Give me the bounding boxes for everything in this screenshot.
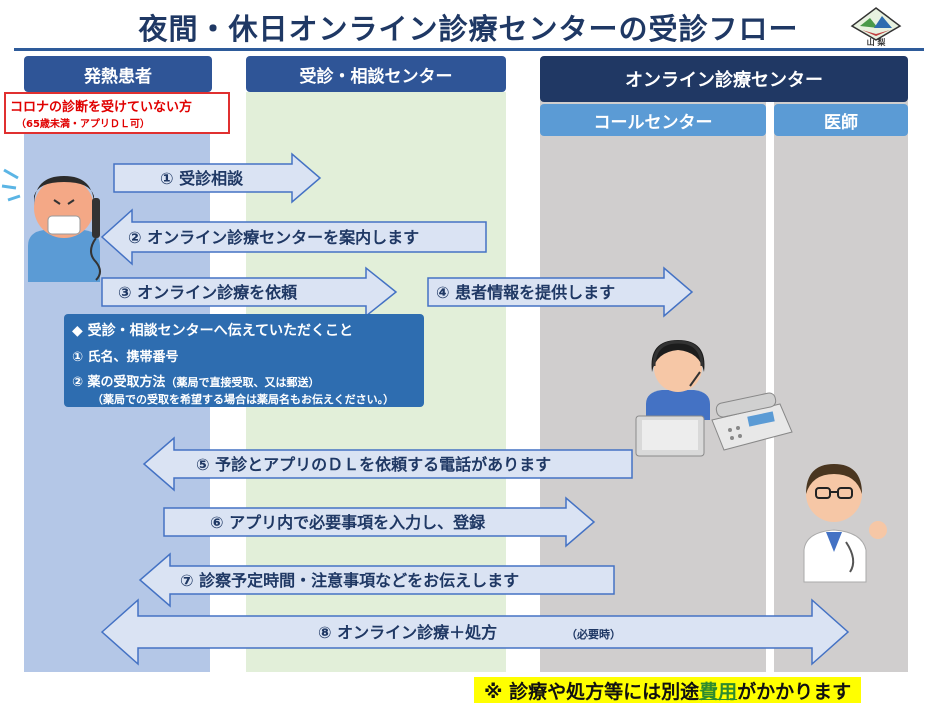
logo-text: 山 梨 [866, 38, 886, 47]
step-3-label: ③ オンライン診療を依頼 [118, 283, 298, 302]
arrow-step-2: ② オンライン診療センターを案内します [100, 208, 487, 266]
step-8-label: ⑧ オンライン診療＋処方 [318, 623, 497, 642]
arrow-step-8: ⑧ オンライン診療＋処方 （必要時） [100, 598, 850, 666]
arrow-step-3: ③ オンライン診療を依頼 [101, 266, 398, 318]
header-call-center: コールセンター [540, 104, 766, 136]
step-5-label: ⑤ 予診とアプリのＤＬを依頼する電話があります [196, 455, 551, 474]
operator-headset-icon [635, 340, 710, 457]
cost-notice-after: がかかります [737, 680, 852, 703]
yamanashi-logo-icon [850, 7, 902, 41]
step-1-label: ① 受診相談 [160, 169, 244, 188]
step-4-label: ④ 患者情報を提供します [436, 283, 615, 302]
arrow-step-4: ④ 患者情報を提供します [427, 266, 694, 318]
step-6-label: ⑥ アプリ内で必要事項を入力し、登録 [210, 513, 486, 532]
cost-notice-highlight: 費用 [699, 680, 738, 703]
step-2-label: ② オンライン診療センターを案内します [128, 228, 419, 247]
header-consult-center: 受診・相談センター [246, 56, 506, 92]
eligibility-sub: （65歳未満・アプリＤＬ可） [16, 119, 150, 130]
step-7-label: ⑦ 診察予定時間・注意事項などをお伝えします [180, 571, 519, 590]
step-8-note: （必要時） [566, 627, 621, 641]
arrow-step-5: ⑤ 予診とアプリのＤＬを依頼する電話があります [142, 436, 633, 492]
info-item-medicine-main: ② 薬の受取方法 [72, 375, 166, 390]
eligibility-main: コロナの診断を受けていない方 [10, 100, 193, 115]
arrow-step-1: ① 受診相談 [113, 152, 322, 204]
info-item-name-phone: ① 氏名、携帯番号 [72, 350, 179, 365]
header-doctor: 医師 [774, 104, 908, 136]
info-item-medicine: ② 薬の受取方法（薬局で直接受取、又は郵送） [72, 371, 416, 390]
cost-notice-before: ※ 診療や処方等には別途 [484, 680, 700, 703]
info-to-tell-box: ◆ 受診・相談センターへ伝えていただくこと ① 氏名、携帯番号 ② 薬の受取方法… [64, 314, 424, 407]
info-title: ◆ 受診・相談センターへ伝えていただくこと [72, 323, 353, 339]
sick-patient-phone-icon [1, 168, 101, 282]
header-online-center: オンライン診療センター [540, 56, 908, 102]
info-item-pharmacy-note: （薬局での受取を希望する場合は薬局名もお伝えください。） [92, 393, 395, 406]
patient-eligibility-note: コロナの診断を受けていない方 （65歳未満・アプリＤＬ可） [4, 92, 230, 134]
arrow-step-6: ⑥ アプリ内で必要事項を入力し、登録 [163, 496, 596, 548]
page-title: 夜間・休日オンライン診療センターの受診フロー [138, 12, 799, 46]
header-patient: 発熱患者 [24, 56, 212, 92]
arrow-step-7: ⑦ 診察予定時間・注意事項などをお伝えします [138, 552, 615, 608]
desk-phone-icon [711, 392, 793, 451]
doctor-icon [803, 464, 887, 583]
title-divider [14, 48, 924, 51]
cost-notice: ※ 診療や処方等には別途費用がかかります [474, 677, 862, 703]
info-item-medicine-note: （薬局で直接受取、又は郵送） [165, 376, 320, 389]
